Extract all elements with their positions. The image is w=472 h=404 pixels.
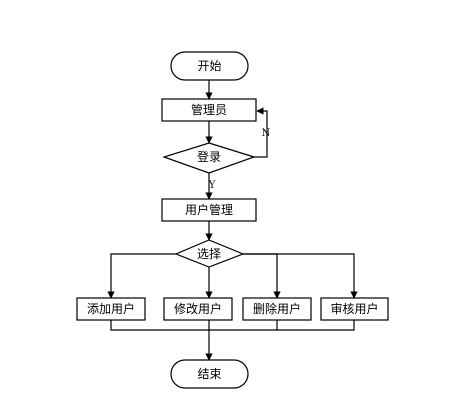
node-modify-user-label: 修改用户 — [174, 301, 222, 316]
edge-label-yes: Y — [208, 180, 216, 191]
node-review-user-label: 审核用户 — [330, 301, 378, 316]
node-review-user: 审核用户 — [320, 297, 389, 321]
node-user-management-label: 用户管理 — [185, 202, 233, 217]
node-admin: 管理员 — [161, 98, 257, 122]
node-modify-user: 修改用户 — [163, 297, 233, 321]
edge-label-no: N — [262, 128, 271, 139]
edge-select-to-add-user — [107, 253, 176, 299]
node-end: 结束 — [170, 359, 249, 389]
node-delete-user: 删除用户 — [242, 297, 312, 321]
edge-select-to-review-user — [243, 253, 358, 299]
node-admin-label: 管理员 — [191, 102, 227, 117]
node-delete-user-label: 删除用户 — [253, 301, 301, 316]
node-start: 开始 — [170, 51, 249, 81]
node-select-label: 选择 — [197, 247, 221, 261]
edge-login-no-loop — [254, 107, 268, 158]
node-select: 选择 — [174, 239, 245, 268]
node-login: 登录 — [162, 142, 256, 174]
node-end-label: 结束 — [197, 367, 221, 381]
edge-actions-merge — [110, 320, 355, 331]
node-login-label: 登录 — [197, 149, 221, 164]
node-add-user: 添加用户 — [76, 297, 146, 321]
edge-select-to-delete-user — [243, 253, 281, 299]
connectors — [107, 80, 358, 361]
node-add-user-label: 添加用户 — [87, 301, 135, 316]
node-user-management: 用户管理 — [161, 198, 257, 222]
node-start-label: 开始 — [197, 59, 221, 73]
